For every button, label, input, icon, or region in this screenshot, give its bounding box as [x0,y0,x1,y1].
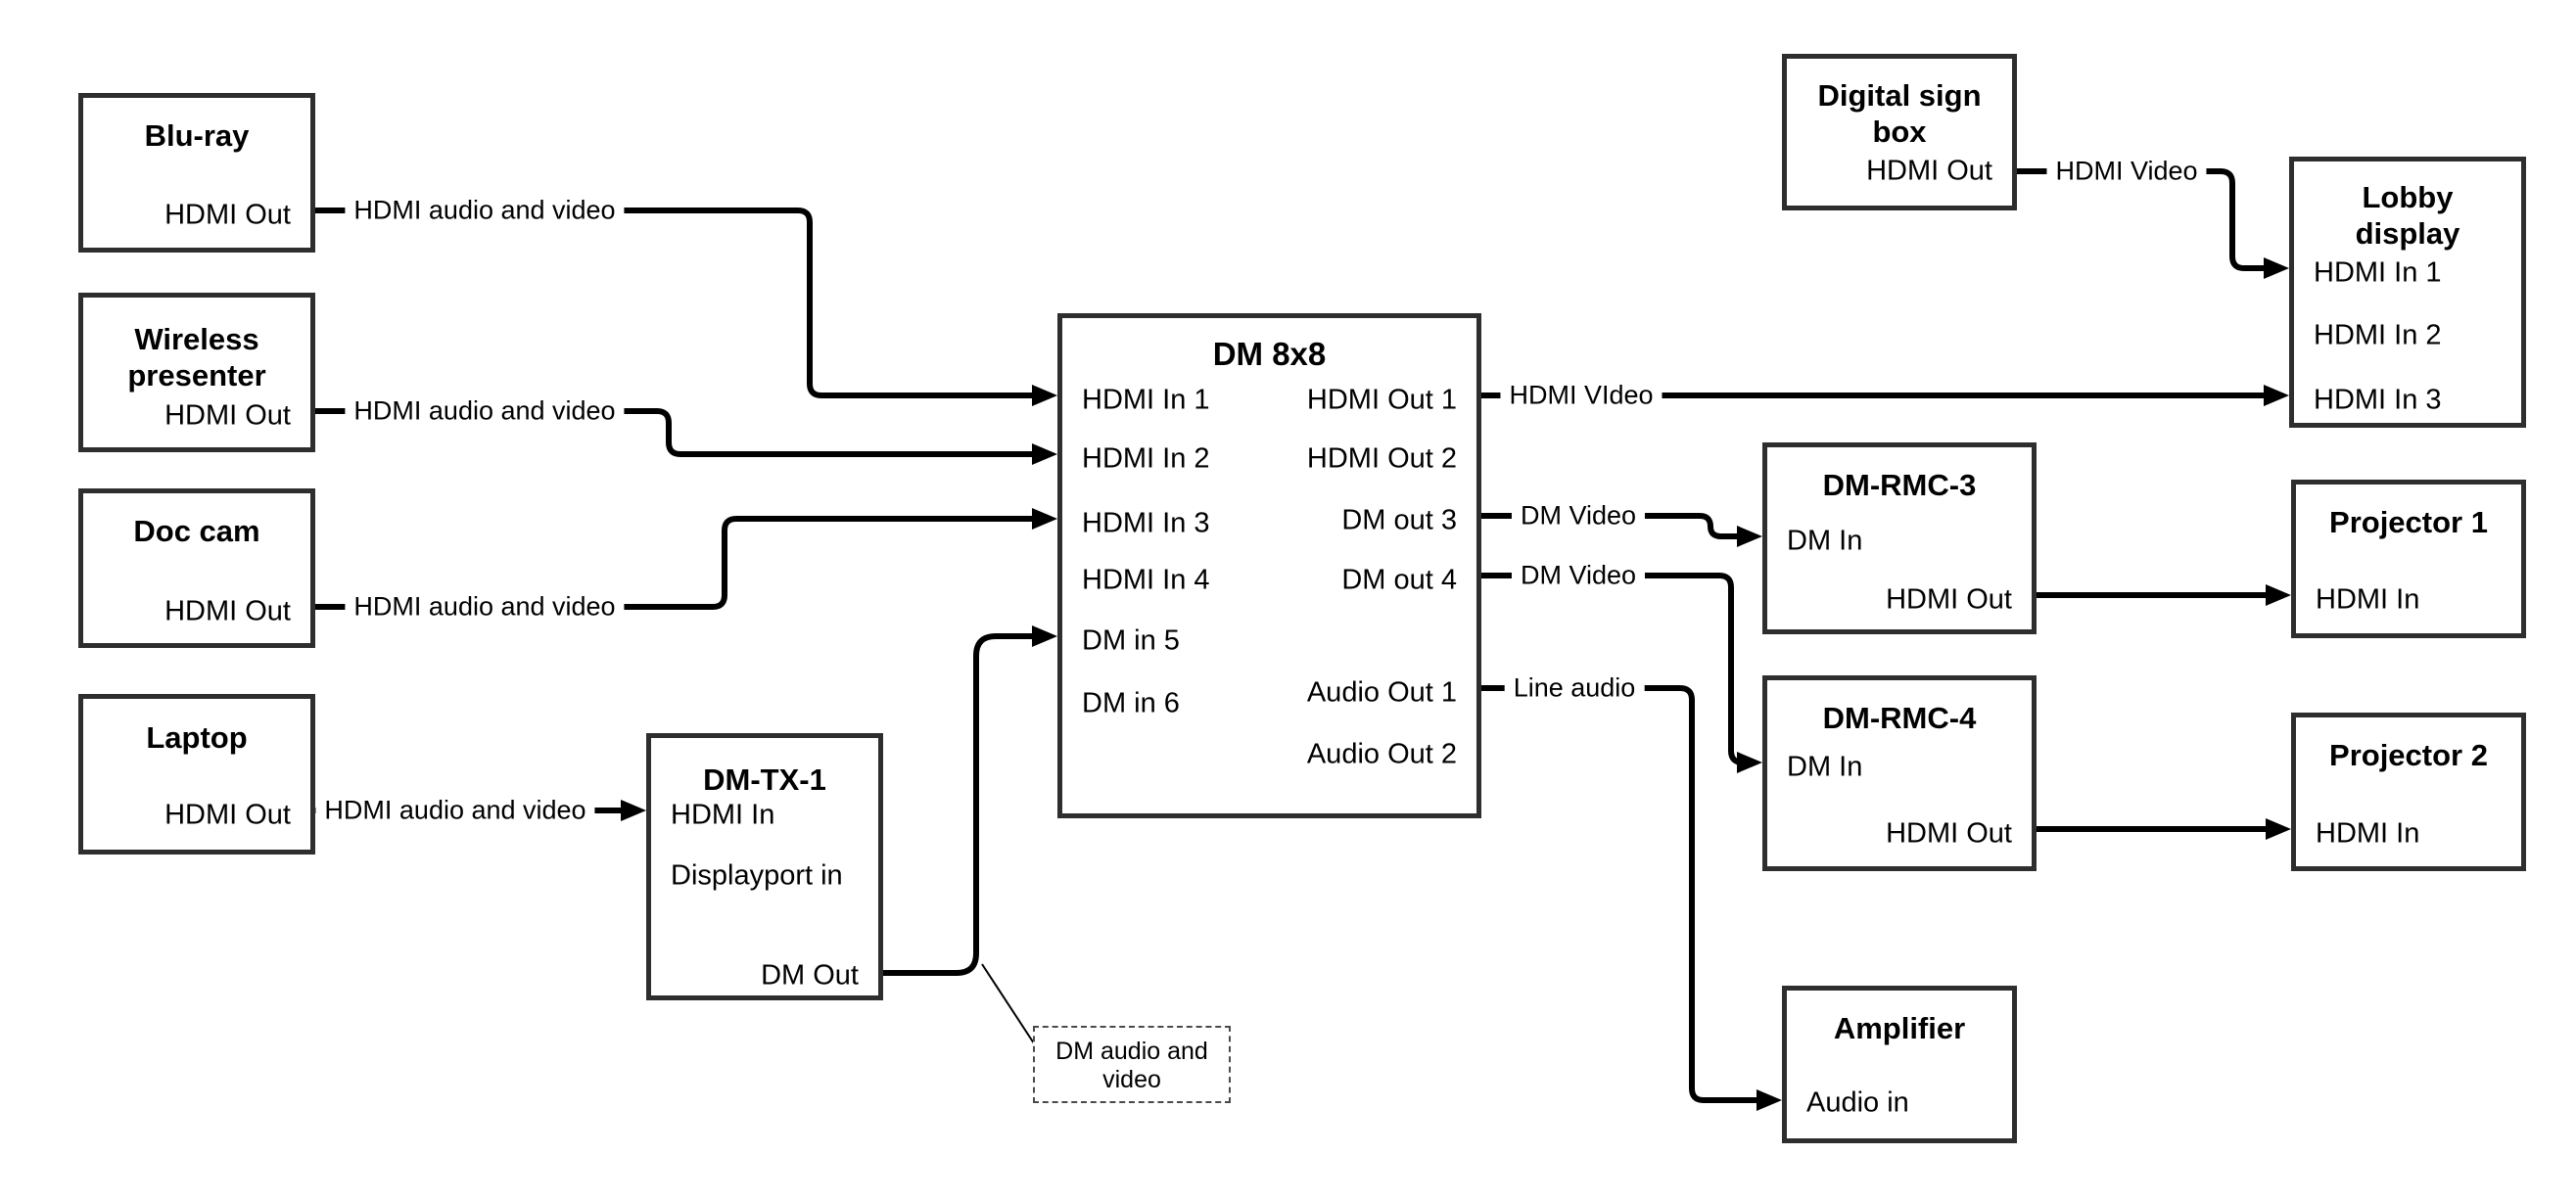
arrowhead-hdmi-in-2 [1032,443,1057,465]
node-title: Blu-ray [144,118,250,153]
arrowhead-proj2-hdmi-in [2266,818,2291,840]
port-hdmi-in-1: HDMI In 1 [1082,384,1210,416]
node-title: Projector 1 [2329,505,2488,539]
port-hdmi-out: HDMI Out [1866,155,1992,187]
node-laptop: Laptop HDMI Out [78,694,315,855]
port-dm-out-3: DM out 3 [1341,504,1457,536]
wire-dm-out-4-to-rmc4 [1481,573,1744,765]
node-title: Projector 2 [2329,738,2488,772]
arrowhead-dm-in-5 [1032,625,1057,647]
port-audio-out-1: Audio Out 1 [1306,676,1457,709]
node-title: DM-RMC-4 [1822,701,1977,735]
wire-digitalsign-to-lobby-in-1 [2017,168,2268,271]
node-projector-2: Projector 2 HDMI In [2291,713,2526,871]
port-hdmi-out: HDMI Out [164,595,291,627]
wire-label-dm-video-1: DM Video [1511,500,1646,531]
port-hdmi-in-3: HDMI In 3 [1082,507,1210,539]
wire-wireless-to-hdmi-in-2 [315,408,1036,457]
wire-label-line-audio: Line audio [1504,672,1645,704]
arrowhead-lobby-in-3 [2264,385,2289,406]
node-dm-tx-1: DM-TX-1 HDMI In Displayport in DM Out [646,733,883,1000]
node-dm-rmc-4: DM-RMC-4 DM In HDMI Out [1762,675,2037,871]
wire-label-hdmi-audio-video-4: HDMI audio and video [315,795,595,826]
arrowhead-rmc4-dm-in [1737,752,1762,773]
port-hdmi-out: HDMI Out [164,799,291,831]
wire-bluray-to-hdmi-in-1 [315,208,1036,398]
node-title: Wireless presenter [127,322,266,393]
wire-label-hdmi-audio-video-2: HDMI audio and video [345,395,625,427]
node-title: Doc cam [133,514,260,548]
port-hdmi-out-1: HDMI Out 1 [1306,384,1457,416]
port-hdmi-in-3: HDMI In 3 [2314,384,2442,416]
wire-dmtx1-to-dm-in-5 [883,633,1036,976]
node-blu-ray: Blu-ray HDMI Out [78,93,315,253]
node-projector-1: Projector 1 HDMI In [2291,480,2526,638]
port-hdmi-in-2: HDMI In 2 [1082,442,1210,475]
arrowhead-proj1-hdmi-in [2266,584,2291,606]
node-title: Lobby display [2355,180,2460,251]
port-hdmi-in-2: HDMI In 2 [2314,319,2442,351]
port-dm-in-6: DM in 6 [1082,687,1180,719]
port-hdmi-out: HDMI Out [1886,817,2012,850]
wire-audio-out-1-to-amplifier [1481,685,1760,1103]
port-hdmi-out: HDMI Out [1886,583,2012,616]
note-leader-line [981,963,1035,1044]
node-dm-rmc-3: DM-RMC-3 DM In HDMI Out [1762,442,2037,634]
node-title: DM-TX-1 [703,762,826,797]
node-wireless-presenter: Wireless presenter HDMI Out [78,293,315,452]
port-dm-out: DM Out [761,959,859,992]
wire-label-hdmi-audio-video-3: HDMI audio and video [345,591,625,623]
port-dm-in-5: DM in 5 [1082,624,1180,657]
node-digital-sign-box: Digital sign box HDMI Out [1782,54,2017,210]
port-hdmi-out: HDMI Out [164,199,291,231]
node-title: Amplifier [1833,1011,1966,1045]
wire-label-hdmi-video: HDMI Video [2046,156,2207,187]
arrowhead-rmc3-dm-in [1737,526,1762,547]
node-dm-8x8: DM 8x8 HDMI In 1 HDMI In 2 HDMI In 3 HDM… [1057,313,1481,818]
node-amplifier: Amplifier Audio in [1782,986,2017,1143]
port-hdmi-in: HDMI In [671,799,775,831]
arrowhead-dmtx1-hdmi-in [621,800,646,821]
port-hdmi-in-4: HDMI In 4 [1082,564,1210,596]
wire-dm-out-3-to-rmc3 [1481,513,1741,539]
node-title: Digital sign box [1817,78,1982,149]
arrowhead-lobby-in-1 [2264,257,2289,279]
note-dm-audio-and-video: DM audio and video [1033,1026,1231,1103]
arrowhead-hdmi-in-1 [1032,385,1057,406]
port-displayport-in: Displayport in [671,859,843,892]
port-dm-out-4: DM out 4 [1341,564,1457,596]
wire-doccam-to-hdmi-in-3 [315,516,1036,610]
port-hdmi-in: HDMI In [2316,583,2420,616]
port-hdmi-in: HDMI In [2316,817,2420,850]
arrowhead-hdmi-in-3 [1032,508,1057,530]
wire-label-hdmi-video-out1: HDMI VIdeo [1500,380,1663,411]
arrowhead-amplifier-audio-in [1756,1089,1782,1111]
port-hdmi-in-1: HDMI In 1 [2314,256,2442,289]
port-audio-in: Audio in [1806,1086,1909,1119]
node-doc-cam: Doc cam HDMI Out [78,488,315,648]
wire-label-dm-video-2: DM Video [1511,560,1646,591]
node-title: DM-RMC-3 [1822,468,1977,502]
node-title: DM 8x8 [1212,336,1327,372]
port-hdmi-out-2: HDMI Out 2 [1306,442,1457,475]
port-dm-in: DM In [1787,751,1863,783]
node-lobby-display: Lobby display HDMI In 1 HDMI In 2 HDMI I… [2289,157,2526,428]
node-title: Laptop [146,720,248,755]
port-dm-in: DM In [1787,525,1863,557]
wire-label-hdmi-audio-video-1: HDMI audio and video [345,195,625,226]
port-hdmi-out: HDMI Out [164,399,291,432]
port-audio-out-2: Audio Out 2 [1306,738,1457,770]
